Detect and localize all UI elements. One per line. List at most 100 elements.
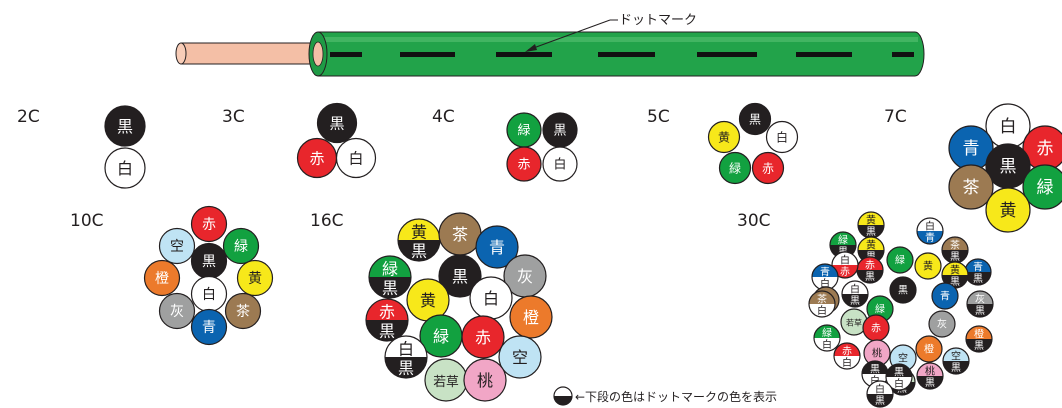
conductor-color-label: 白 xyxy=(483,289,499,308)
conductor-color-label: 緑 xyxy=(382,259,398,278)
group-label-5c: 5C xyxy=(647,107,670,127)
conductor-group-2c: 黒白 xyxy=(104,105,146,189)
conductor: 緑 xyxy=(1022,164,1062,210)
conductor-color-label: 灰 xyxy=(517,267,533,286)
conductor: 橙黒 xyxy=(965,325,993,353)
conductor-color-label: 白 xyxy=(875,382,885,395)
conductor: 黒 xyxy=(316,102,358,144)
conductor-color-label: 若草 xyxy=(433,374,459,390)
conductor-color-label: 黄 xyxy=(923,260,933,273)
conductor: 白黒 xyxy=(384,335,428,379)
cable-illustration: ドットマーク xyxy=(175,13,925,77)
conductor: 白 xyxy=(765,120,799,154)
conductor: 桃黒 xyxy=(916,362,944,390)
legend: ←下段の色はドットマークの色を表示 xyxy=(553,386,777,406)
conductor-group-3c: 黒赤白 xyxy=(296,102,377,179)
conductor: 赤 xyxy=(751,151,785,185)
conductor-color-label: 赤 xyxy=(762,161,774,175)
conductor-color-label: 赤 xyxy=(517,158,530,173)
conductor: 緑 xyxy=(506,112,542,148)
conductor: 橙 xyxy=(509,295,553,339)
conductor-color-label: 黒 xyxy=(749,112,761,126)
conductor: 桃 xyxy=(463,358,507,402)
conductor-end-inner xyxy=(312,41,324,67)
conductor-color-label: 赤 xyxy=(842,345,852,357)
conductor-color-label: 青 xyxy=(973,260,983,273)
conductor-color-label: 白 xyxy=(820,277,830,290)
conductor: 緑白 xyxy=(813,324,841,352)
conductor-color-label: 赤 xyxy=(379,302,395,321)
conductor-color-label: 黒 xyxy=(411,241,427,260)
conductor-group-16c: 黄黒茶青緑黒黒灰黄白赤黒橙緑赤白黒空若草桃 xyxy=(365,212,553,402)
conductor-color-label: 白 xyxy=(925,219,935,232)
conductor-color-label: 緑 xyxy=(433,327,449,346)
conductor-color-label: 白 xyxy=(822,338,832,351)
conductor-color-label: 橙 xyxy=(155,271,169,287)
dot-mark xyxy=(796,52,852,57)
conductor-color-label: 黒 xyxy=(382,278,398,297)
conductor-color-label: 黒 xyxy=(865,271,875,283)
conductor: 白 xyxy=(469,276,513,320)
conductor-group-7c: 白青赤黒茶緑黄 xyxy=(948,103,1062,233)
conductor-color-label: 黒 xyxy=(1000,157,1017,177)
conductor: 黒 xyxy=(738,102,772,136)
conductor: 緑 xyxy=(886,246,914,274)
conductor-color-label: 黒 xyxy=(973,273,983,285)
conductor: 白 xyxy=(335,137,377,179)
conductor-color-label: 茶 xyxy=(236,304,250,320)
conductor-color-label: 桃 xyxy=(925,364,935,377)
conductor-color-label: 緑 xyxy=(1037,178,1054,198)
conductor: 青 xyxy=(948,125,994,171)
conductor: 黄 xyxy=(914,252,942,280)
conductor-color-label: 茶 xyxy=(963,178,980,198)
conductor: 赤黒 xyxy=(365,298,409,342)
conductor: 黒 xyxy=(438,254,482,298)
conductor: 白 xyxy=(190,275,228,313)
conductor-color-label: 白 xyxy=(117,159,133,178)
conductor: 赤 xyxy=(461,315,505,359)
legend-text: ←下段の色はドットマークの色を表示 xyxy=(575,389,777,404)
conductor-color-label: 青 xyxy=(940,290,950,303)
conductor: 黄 xyxy=(707,120,741,154)
conductor: 白黒 xyxy=(866,380,894,408)
conductor-color-label: 黄 xyxy=(1000,201,1017,221)
conductor: 白黒 xyxy=(841,280,869,308)
conductor-color-label: 黒 xyxy=(202,254,216,270)
conductor-color-label: 空 xyxy=(512,348,528,367)
conductor-color-label: 黒 xyxy=(898,285,908,297)
conductor: 黒白 xyxy=(885,363,913,391)
conductor-color-label: 赤 xyxy=(871,323,881,335)
conductor: 灰 xyxy=(158,292,196,330)
conductor: 青白 xyxy=(811,263,839,291)
conductor: 赤黒 xyxy=(856,256,884,284)
legend-swatch xyxy=(553,386,573,406)
group-label-30c: 30C xyxy=(737,211,771,231)
conductor-color-label: 白 xyxy=(553,157,566,173)
conductor-color-label: 黒 xyxy=(850,295,860,307)
conductor-color-label: 黒 xyxy=(553,124,566,139)
conductor-color-label: 橙 xyxy=(523,308,539,327)
conductor-color-label: 黒 xyxy=(117,117,133,136)
conductor-color-label: 赤 xyxy=(865,259,875,271)
conductor-color-label: 黒 xyxy=(894,366,904,378)
conductor: 空 xyxy=(158,227,196,265)
conductor: 灰 xyxy=(928,310,956,338)
conductor: 赤 xyxy=(862,314,890,342)
conductor-color-label: 緑 xyxy=(234,239,248,255)
conductor: 茶黒 xyxy=(941,236,969,264)
conductor-color-label: 空 xyxy=(170,239,184,255)
conductor-color-label: 黒 xyxy=(870,363,880,375)
conductor: 黄 xyxy=(406,278,450,322)
conductor-groups: 黒白黒赤白緑黒赤白黒黄白緑赤白青赤黒茶緑黄赤空緑黒橙黄白灰茶青黄黒茶青緑黒黒灰黄… xyxy=(104,102,1062,408)
conductor: 黒 xyxy=(190,242,228,280)
dot-mark xyxy=(697,52,757,57)
conductor-color-label: 緑 xyxy=(729,160,741,175)
sheath-highlight xyxy=(318,37,918,42)
conductor-color-label: 黒 xyxy=(452,267,468,286)
conductor-color-label: 緑 xyxy=(895,254,905,267)
conductor-color-label: 茶 xyxy=(950,238,960,251)
conductor-color-label: 黄 xyxy=(248,270,262,287)
group-label-2c: 2C xyxy=(17,107,40,127)
dot-mark xyxy=(330,52,362,57)
conductor-color-label: 橙 xyxy=(974,327,984,340)
